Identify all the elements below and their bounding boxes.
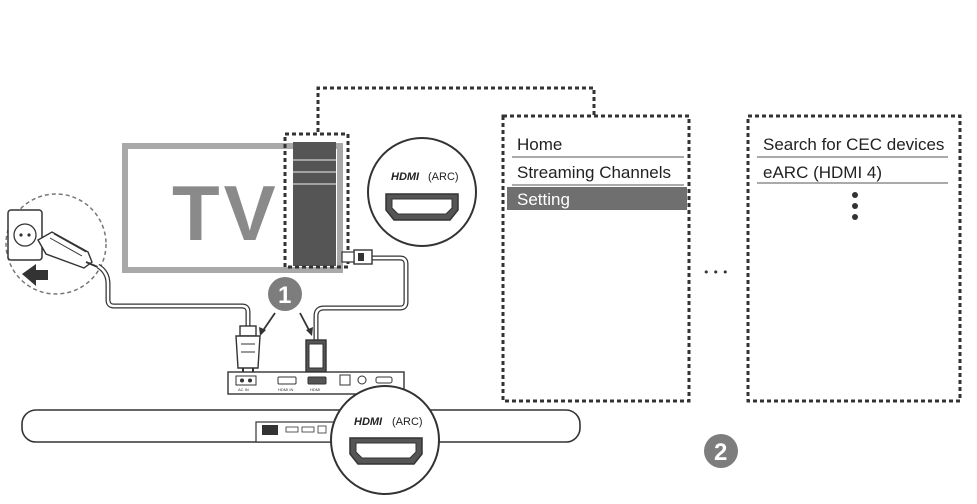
- menu-item-label: Streaming Channels: [517, 163, 671, 182]
- soundbar-rear-panel: AC IN HDMI IN HDMI: [227, 371, 405, 395]
- hdmi-arc-callout-tv: HDMI (ARC): [367, 137, 477, 247]
- step-1-marker: 1: [268, 277, 302, 311]
- tv-side-panel: [293, 142, 336, 266]
- menu-main-panel: Home Streaming Channels Setting: [501, 114, 691, 403]
- hdmi-brand-label: HDMI: [391, 171, 420, 183]
- menu-item-label: Setting: [517, 190, 570, 209]
- tv-label: TV: [172, 169, 280, 257]
- hdmi-plug-tv: [341, 249, 373, 265]
- arrow-to-hdmi-icon: [299, 312, 311, 333]
- hdmi-arc-suffix: (ARC): [428, 171, 459, 183]
- menu-item-home[interactable]: Home: [512, 135, 684, 158]
- hdmi-arc-suffix: (ARC): [392, 416, 423, 428]
- dashed-connector: [316, 86, 596, 132]
- power-cable: [96, 263, 251, 326]
- step-2-marker: 2: [704, 434, 738, 468]
- hdmi-brand-label: HDMI: [354, 416, 383, 428]
- svg-text:HDMI: HDMI: [310, 387, 320, 392]
- tv: TV: [122, 132, 350, 273]
- step-1-number: 1: [278, 282, 291, 309]
- menu-item-streaming-channels[interactable]: Streaming Channels: [512, 163, 684, 186]
- svg-text:HDMI IN: HDMI IN: [278, 387, 293, 392]
- soundbar: [21, 409, 581, 443]
- svg-text:AC IN: AC IN: [238, 387, 249, 392]
- ellipsis: •••: [703, 266, 731, 279]
- menu-item-selected-bg: [507, 187, 687, 210]
- menu-item-search-cec[interactable]: Search for CEC devices: [757, 135, 948, 158]
- menu-item-label: Search for CEC devices: [763, 135, 944, 154]
- hdmi-arc-callout-bar: HDMI (ARC): [330, 385, 440, 495]
- arrow-to-power-icon: [261, 312, 276, 333]
- ac-plug: [235, 325, 261, 378]
- menu-item-label: Home: [517, 135, 562, 154]
- tv-side-panel-outline: [283, 132, 350, 269]
- menu-item-setting[interactable]: Setting: [507, 187, 687, 210]
- menu-item-earc[interactable]: eARC (HDMI 4): [757, 163, 948, 184]
- menu-item-label: eARC (HDMI 4): [763, 163, 882, 182]
- step-2-number: 2: [714, 439, 727, 466]
- power-plug: [37, 231, 101, 269]
- plug-arrow-icon: [22, 264, 48, 286]
- menu-sub-panel: Search for CEC devices eARC (HDMI 4): [746, 114, 962, 403]
- more-indicator-icon: [852, 192, 858, 220]
